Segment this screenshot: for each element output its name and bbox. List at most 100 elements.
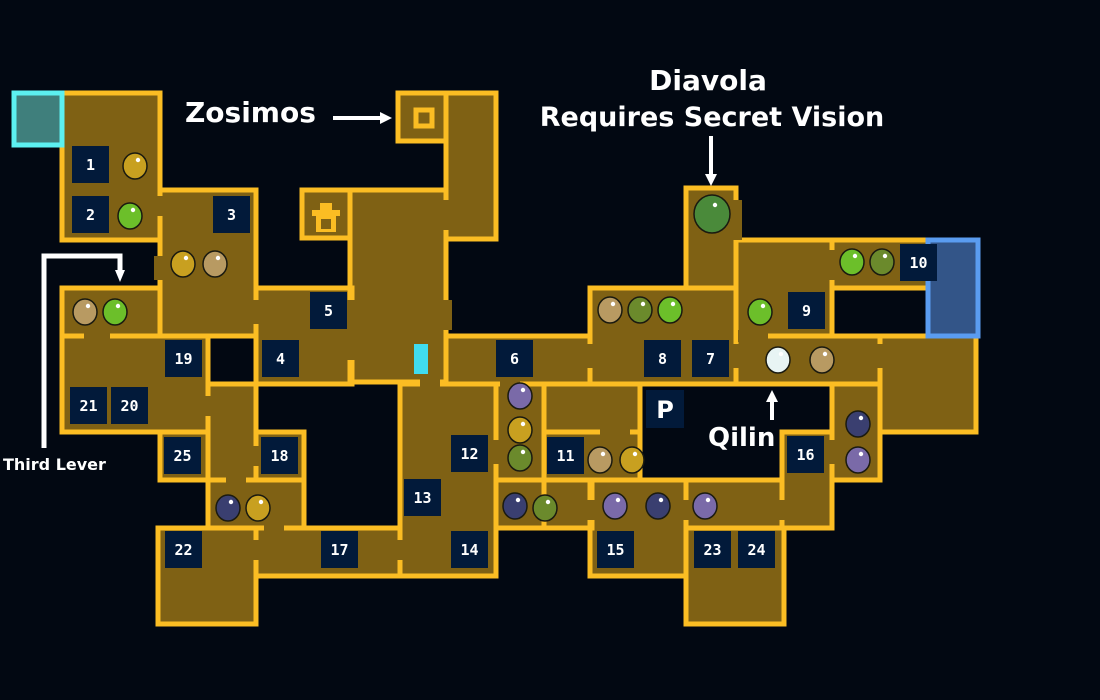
room-badge-25: 25 [164, 437, 201, 474]
spear-bird-icon [619, 446, 645, 474]
room-number: 18 [270, 447, 288, 465]
qilin-arrowhead [766, 390, 778, 402]
room-wall [683, 525, 787, 627]
doorway [440, 300, 452, 330]
mole-icon [845, 446, 871, 474]
doorway [440, 200, 452, 230]
third-lever-arrow [41, 253, 123, 448]
doorway [730, 344, 742, 368]
room-wall [59, 90, 163, 243]
qilin-label: Qilin [708, 423, 775, 453]
annotations: Zosimos Diavola Requires Secret Vision T… [3, 64, 884, 474]
lizard-icon [72, 298, 98, 326]
doorway [252, 540, 264, 560]
room-badge-5: 5 [310, 292, 347, 329]
room-badge-1: 1 [72, 146, 109, 183]
spear-bird-icon [170, 250, 196, 278]
doorway [680, 500, 692, 520]
mole-icon [507, 382, 533, 410]
snake-icon [532, 494, 558, 522]
doorway [202, 396, 214, 416]
mantis-icon [747, 298, 773, 326]
room-badge-16: 16 [787, 436, 824, 473]
qilin-icon [765, 346, 791, 374]
room-badge-21: 21 [70, 387, 107, 424]
mole-icon [692, 492, 718, 520]
room-floor [880, 336, 976, 432]
mole-icon [602, 492, 628, 520]
room-number: 17 [330, 541, 348, 559]
left-exit[interactable] [11, 90, 65, 148]
doorway [826, 440, 838, 464]
mantis-icon [102, 298, 128, 326]
armadillo-icon [645, 492, 671, 520]
room-badge-23: 23 [694, 531, 731, 568]
mantis-icon [839, 248, 865, 276]
room-number: 22 [174, 541, 192, 559]
room-badge-10: 10 [900, 244, 937, 281]
room-number: 25 [173, 447, 191, 465]
third-lever-label: Third Lever [3, 455, 106, 474]
doorway [420, 378, 440, 390]
room-floor [736, 336, 880, 384]
room-badge-22: 22 [165, 531, 202, 568]
room-number: 3 [227, 206, 236, 224]
snake-icon [507, 444, 533, 472]
room-number: 1 [86, 156, 95, 174]
armadillo-icon [502, 492, 528, 520]
room-badge-4: 4 [262, 340, 299, 377]
room-number: 9 [802, 302, 811, 320]
lizard-icon [809, 346, 835, 374]
monster-markers [72, 152, 895, 522]
room-number: 10 [909, 254, 927, 272]
room-number: 7 [706, 350, 715, 368]
room-floor [350, 190, 446, 382]
room-number: 8 [658, 350, 667, 368]
room-number: 19 [174, 350, 192, 368]
doorway [490, 440, 502, 464]
room-number: 4 [276, 350, 285, 368]
room-badge-7: 7 [692, 340, 729, 377]
room-badge-9: 9 [788, 292, 825, 329]
snake-icon [869, 248, 895, 276]
spear-bird-icon [507, 416, 533, 444]
snake-icon [627, 296, 653, 324]
room-wall [157, 429, 211, 483]
doorway [826, 250, 838, 280]
room-badge-13: 13 [404, 479, 441, 516]
room-number: 14 [460, 541, 478, 559]
special-layer [11, 90, 981, 374]
mantis-icon [657, 296, 683, 324]
doorway [226, 474, 246, 486]
armadillo-icon [215, 494, 241, 522]
spear-bird-icon [245, 494, 271, 522]
room-badge-17: 17 [321, 531, 358, 568]
room-number: 5 [324, 302, 333, 320]
zosimos-arrowhead [380, 112, 392, 124]
room-number: 12 [460, 445, 478, 463]
doorway [776, 500, 788, 520]
room-number: 21 [79, 397, 97, 415]
doorway [264, 522, 284, 534]
room-floor [446, 93, 496, 239]
mantis-icon [117, 202, 143, 230]
room-badge-19: 19 [165, 340, 202, 377]
ring-icon [413, 107, 435, 129]
third-lever-arrowhead [115, 270, 125, 282]
doorway [584, 344, 596, 368]
doorway [250, 446, 262, 466]
doorway [738, 330, 768, 342]
room-number: 11 [556, 447, 574, 465]
save-point-icon [414, 344, 428, 374]
room-number: 23 [703, 541, 721, 559]
room-badge-2: 2 [72, 196, 109, 233]
doorway [394, 540, 406, 560]
room-badge-11: 11 [547, 437, 584, 474]
doorway [84, 332, 110, 340]
doorway [154, 196, 166, 216]
shop-icon [312, 203, 340, 232]
room-number: 6 [510, 350, 519, 368]
doorway [874, 344, 886, 368]
room-floor [398, 93, 446, 141]
